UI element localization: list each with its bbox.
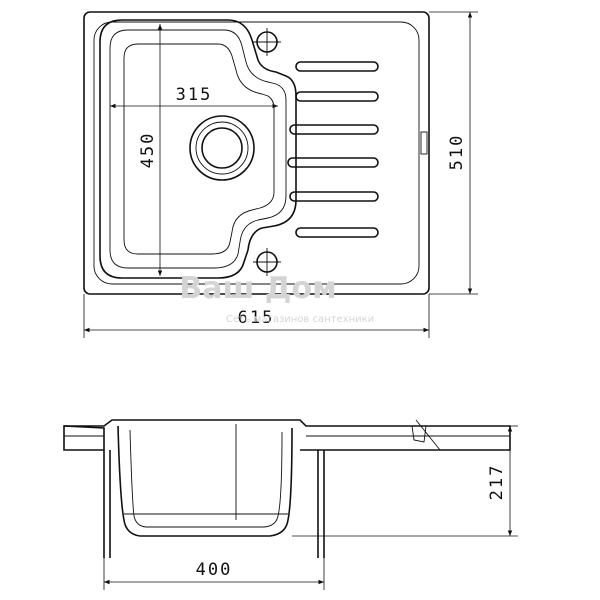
overflow-section [411, 425, 427, 443]
tap-hole-top [253, 28, 281, 56]
drain [189, 115, 255, 181]
watermark-tagline: Сеть магазинов сантехники [226, 314, 374, 325]
dim-615-label: 615 [238, 308, 275, 328]
dim-450: 450 [138, 24, 163, 276]
dim-217-label: 217 [487, 464, 507, 501]
sink-outer-rim [83, 11, 430, 295]
watermark: Ваш Дом Сеть магазинов сантехники [179, 271, 374, 325]
sink-inner-rim [93, 21, 420, 285]
top-view: 315 450 510 615 Ваш Дом Сеть магазинов с… [83, 11, 478, 338]
dim-510: 510 [429, 11, 478, 295]
overflow-slot [420, 131, 428, 155]
dim-217: 217 [292, 425, 518, 537]
basin-outline-inner [123, 43, 275, 255]
tap-hole-bottom [253, 248, 281, 276]
section-top-slab [63, 425, 105, 451]
watermark-brand: Ваш Дом [179, 271, 336, 306]
section-bowl-outer [117, 425, 293, 537]
section-view: 217 400 [63, 419, 518, 590]
basin-outline-outer [99, 19, 297, 279]
dim-315: 315 [110, 85, 278, 109]
dim-510-label: 510 [447, 134, 467, 171]
dim-315-label: 315 [176, 85, 213, 105]
section-bowl-inner [129, 429, 283, 528]
dim-615: 615 [83, 294, 430, 338]
dim-400: 400 [103, 558, 325, 590]
dim-450-label: 450 [138, 132, 158, 169]
basin-outline-mid [109, 29, 287, 269]
drainboard-ribs [287, 61, 379, 238]
dim-400-label: 400 [196, 560, 233, 580]
